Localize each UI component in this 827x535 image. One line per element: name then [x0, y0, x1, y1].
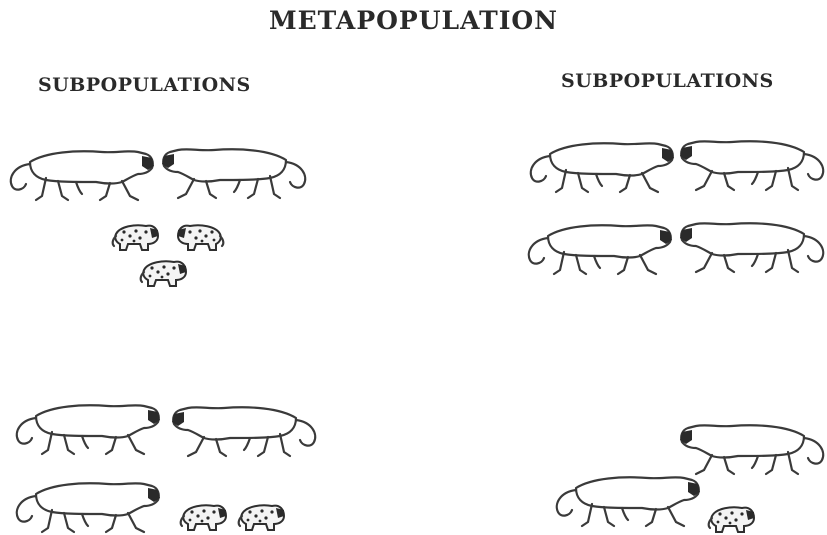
cub [176, 224, 225, 252]
cub [707, 506, 756, 534]
adult-cougar [15, 482, 162, 534]
adult-cougar [529, 142, 676, 194]
adult-cougar [9, 150, 156, 202]
adult-cougar [678, 140, 825, 192]
metapopulation-title: METAPOPULATION [268, 6, 559, 35]
adult-cougar [160, 148, 307, 200]
subpopulations-label-right: SUBPOPULATIONS [561, 70, 774, 92]
adult-cougar [678, 222, 825, 274]
adult-cougar [527, 224, 674, 276]
cub [237, 504, 286, 532]
adult-cougar [678, 424, 825, 476]
adult-cougar [555, 476, 702, 528]
adult-cougar [15, 404, 162, 456]
cub [111, 224, 160, 252]
adult-cougar [170, 406, 317, 458]
cub [139, 260, 188, 288]
cub [179, 504, 228, 532]
subpopulations-label-left: SUBPOPULATIONS [38, 74, 251, 96]
